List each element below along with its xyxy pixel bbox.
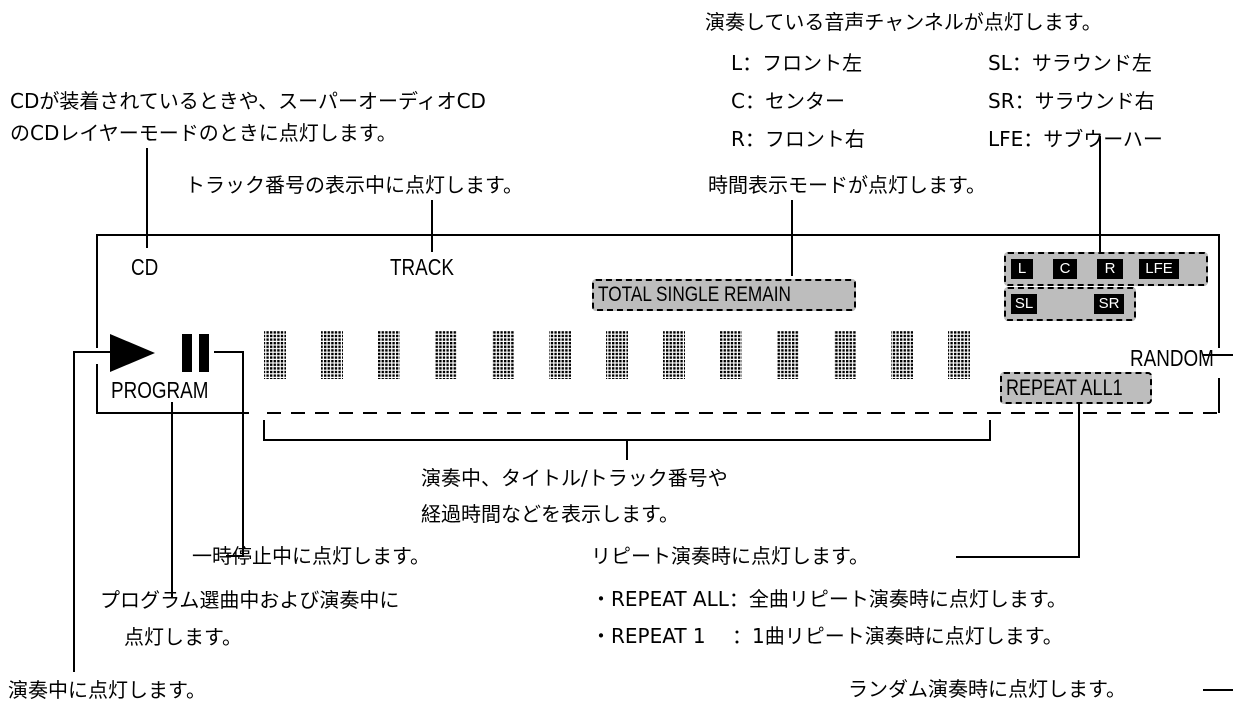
repeat-1-note: ・REPEAT 1 ：1曲リピート演奏時に点灯します。: [591, 624, 1063, 648]
repeat-note: リピート演奏時に点灯します。: [591, 544, 869, 568]
channel-sr: SR: [1094, 294, 1124, 314]
channel-c: C: [1053, 259, 1077, 279]
play-leader: [73, 351, 110, 672]
channels-note-title: 演奏している音声チャンネルが点灯します。: [705, 10, 1102, 34]
time-mode-indicator: TOTAL SINGLE REMAIN: [598, 283, 791, 306]
info-note-line2: 経過時間などを表示します。: [421, 502, 679, 526]
program-note-line1: プログラム選曲中および演奏中に: [100, 588, 400, 612]
channel-note-c: C：センター: [731, 89, 845, 113]
info-note-line1: 演奏中、タイトル/トラック番号や: [421, 466, 728, 490]
display-frame-bottom-left: [96, 364, 249, 414]
track-note: トラック番号の表示中に点灯します。: [185, 173, 523, 197]
channel-sl: SL: [1011, 294, 1037, 314]
channel-note-r: R：フロント右: [731, 127, 865, 151]
repeat-indicator: REPEAT ALL1: [1006, 375, 1123, 400]
channel-note-sr: SR：サラウンド右: [988, 89, 1155, 113]
track-indicator: TRACK: [390, 254, 454, 280]
display-frame-top: [96, 234, 1220, 348]
channel-note-lfe: LFE：サブウーハー: [988, 127, 1163, 151]
cd-indicator: CD: [131, 254, 159, 280]
pause-note: 一時停止中に点灯します。: [192, 544, 430, 568]
random-indicator: RANDOM: [1130, 345, 1214, 371]
channel-l: L: [1011, 259, 1033, 279]
program-note-line2: 点灯します。: [124, 625, 242, 649]
channel-lfe: LFE: [1139, 259, 1179, 279]
time-mode-box: TOTAL SINGLE REMAIN: [592, 279, 856, 311]
info-bracket: [263, 420, 991, 441]
play-note: 演奏中に点灯します。: [8, 678, 206, 702]
channel-note-sl: SL：サラウンド左: [988, 51, 1152, 75]
channel-box-top: L C R LFE: [1004, 252, 1208, 286]
channel-r: R: [1097, 259, 1123, 279]
cd-note-line1: CDが装着されているときや、スーパーオーディオCD: [10, 89, 486, 113]
random-note: ランダム演奏時に点灯します。: [848, 677, 1126, 701]
channel-note-l: L：フロント左: [731, 51, 863, 75]
channel-box-bottom: SL SR: [1004, 287, 1136, 321]
time-mode-note: 時間表示モードが点灯します。: [708, 173, 986, 197]
program-indicator: PROGRAM: [111, 377, 209, 403]
pause-leader: [214, 351, 244, 557]
cd-note-line2: のCDレイヤーモードのときに点灯します。: [10, 121, 397, 145]
repeat-leader: [956, 400, 1080, 558]
repeat-all-note: ・REPEAT ALL：全曲リピート演奏時に点灯します。: [591, 587, 1067, 611]
repeat-box: REPEAT ALL1: [1000, 372, 1152, 404]
